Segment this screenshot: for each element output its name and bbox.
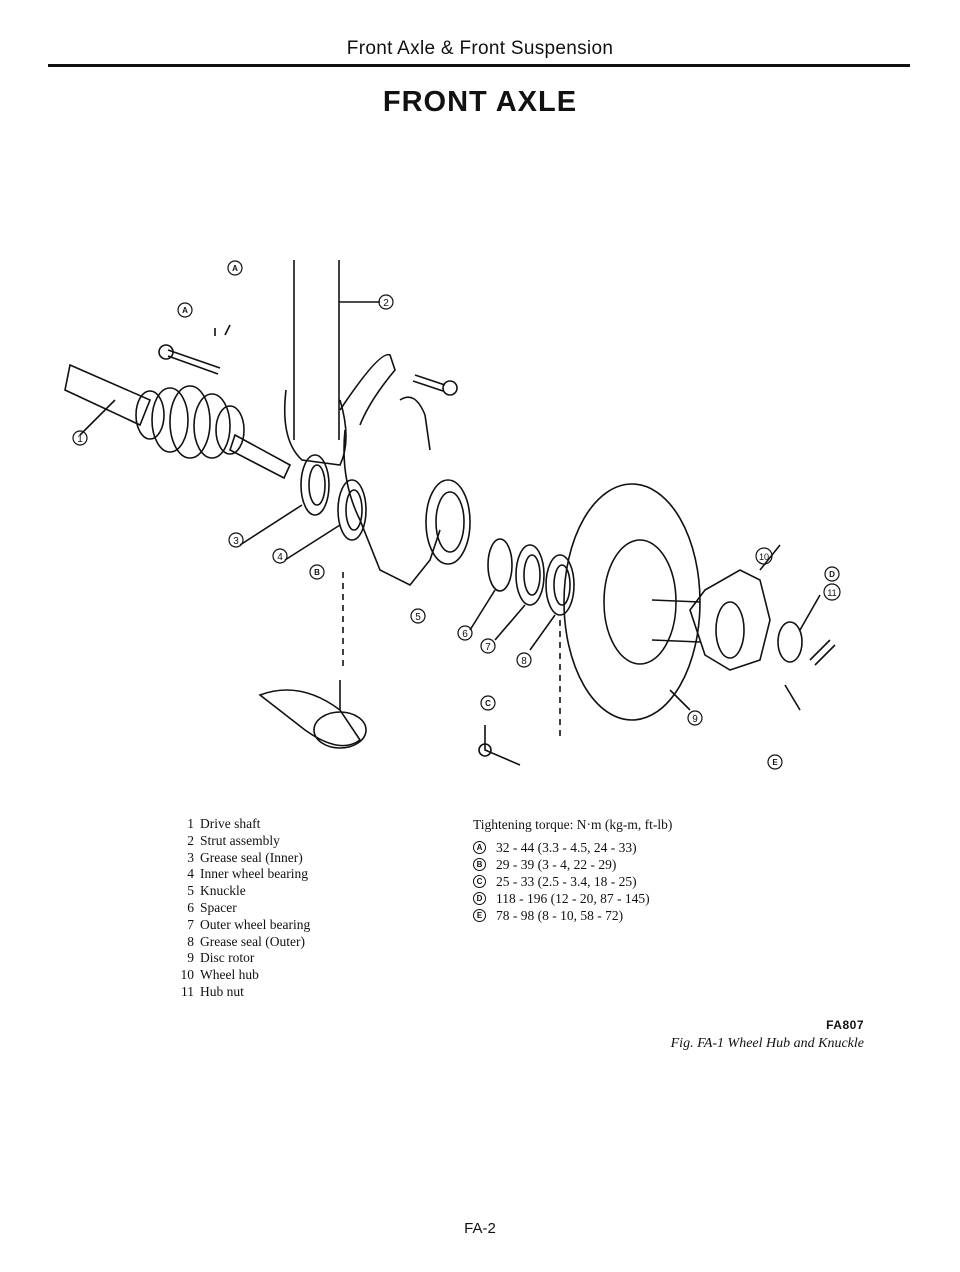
svg-text:E: E bbox=[772, 758, 778, 767]
callout-7: 7 bbox=[480, 638, 496, 654]
section-header: Front Axle & Front Suspension bbox=[346, 38, 614, 59]
page-title: FRONT AXLE bbox=[382, 86, 578, 118]
lower-bolt-drawing bbox=[478, 725, 521, 766]
svg-text:C: C bbox=[485, 699, 491, 708]
callout-8: 8 bbox=[516, 652, 532, 668]
callout-2: 2 bbox=[378, 294, 394, 310]
torque-letter-badge: A bbox=[473, 841, 486, 854]
svg-text:11: 11 bbox=[827, 588, 836, 598]
svg-text:10: 10 bbox=[759, 552, 769, 562]
svg-text:7: 7 bbox=[485, 642, 491, 653]
torque-marker-d: D bbox=[824, 566, 840, 582]
torque-marker-a2: A bbox=[177, 302, 193, 318]
svg-text:1: 1 bbox=[77, 434, 83, 445]
page-number: FA-2 bbox=[464, 1220, 496, 1237]
knuckle-drawing bbox=[339, 353, 471, 587]
callout-11: 11 bbox=[823, 583, 841, 601]
torque-letter-badge: E bbox=[473, 909, 486, 922]
upper-right-bolt-drawing bbox=[412, 374, 458, 396]
callout-6: 6 bbox=[457, 625, 473, 641]
svg-text:8: 8 bbox=[521, 656, 527, 667]
callout-1: 1 bbox=[72, 430, 88, 446]
torque-letter-badge: B bbox=[473, 858, 486, 871]
exploded-view-diagram: 1 2 3 4 5 6 7 8 9 10 11 A A B C D E bbox=[64, 260, 841, 770]
torque-marker-b: B bbox=[309, 564, 325, 580]
torque-marker-a1: A bbox=[227, 260, 243, 276]
ball-joint-drawing bbox=[258, 572, 367, 749]
torque-marker-e: E bbox=[767, 754, 783, 770]
svg-text:A: A bbox=[232, 264, 238, 273]
callout-9: 9 bbox=[687, 710, 703, 726]
callout-5: 5 bbox=[410, 608, 426, 624]
svg-text:9: 9 bbox=[692, 714, 698, 725]
figure-caption: Fig. FA-1 Wheel Hub and Knuckle bbox=[670, 1036, 864, 1051]
svg-text:3: 3 bbox=[233, 536, 239, 547]
strut-assembly-drawing bbox=[283, 260, 380, 466]
figure-code: FA807 bbox=[826, 1018, 864, 1032]
svg-text:6: 6 bbox=[462, 629, 468, 640]
torque-heading: Tightening torque: N·m (kg-m, ft-lb) bbox=[473, 817, 673, 832]
callout-4: 4 bbox=[272, 548, 288, 564]
spacer-bearing-seal-drawing bbox=[469, 538, 575, 651]
torque-letter-badge: C bbox=[473, 875, 486, 888]
callout-10: 10 bbox=[755, 547, 773, 565]
callout-3: 3 bbox=[228, 532, 244, 548]
torque-letter-badge: D bbox=[473, 892, 486, 905]
upper-bolt-drawing bbox=[158, 324, 231, 375]
svg-text:D: D bbox=[829, 570, 835, 579]
hub-nut-drawing bbox=[777, 594, 836, 711]
torque-marker-c: C bbox=[480, 695, 496, 711]
disc-rotor-drawing bbox=[559, 483, 701, 740]
drive-shaft-drawing bbox=[64, 363, 292, 480]
header-rule bbox=[48, 64, 910, 67]
wheel-hub-drawing bbox=[651, 544, 781, 671]
svg-text:4: 4 bbox=[277, 552, 283, 563]
svg-text:B: B bbox=[314, 568, 320, 577]
inner-seal-bearing-drawing bbox=[239, 454, 367, 561]
svg-text:A: A bbox=[182, 306, 188, 315]
svg-text:5: 5 bbox=[415, 612, 421, 623]
svg-text:2: 2 bbox=[383, 298, 389, 309]
